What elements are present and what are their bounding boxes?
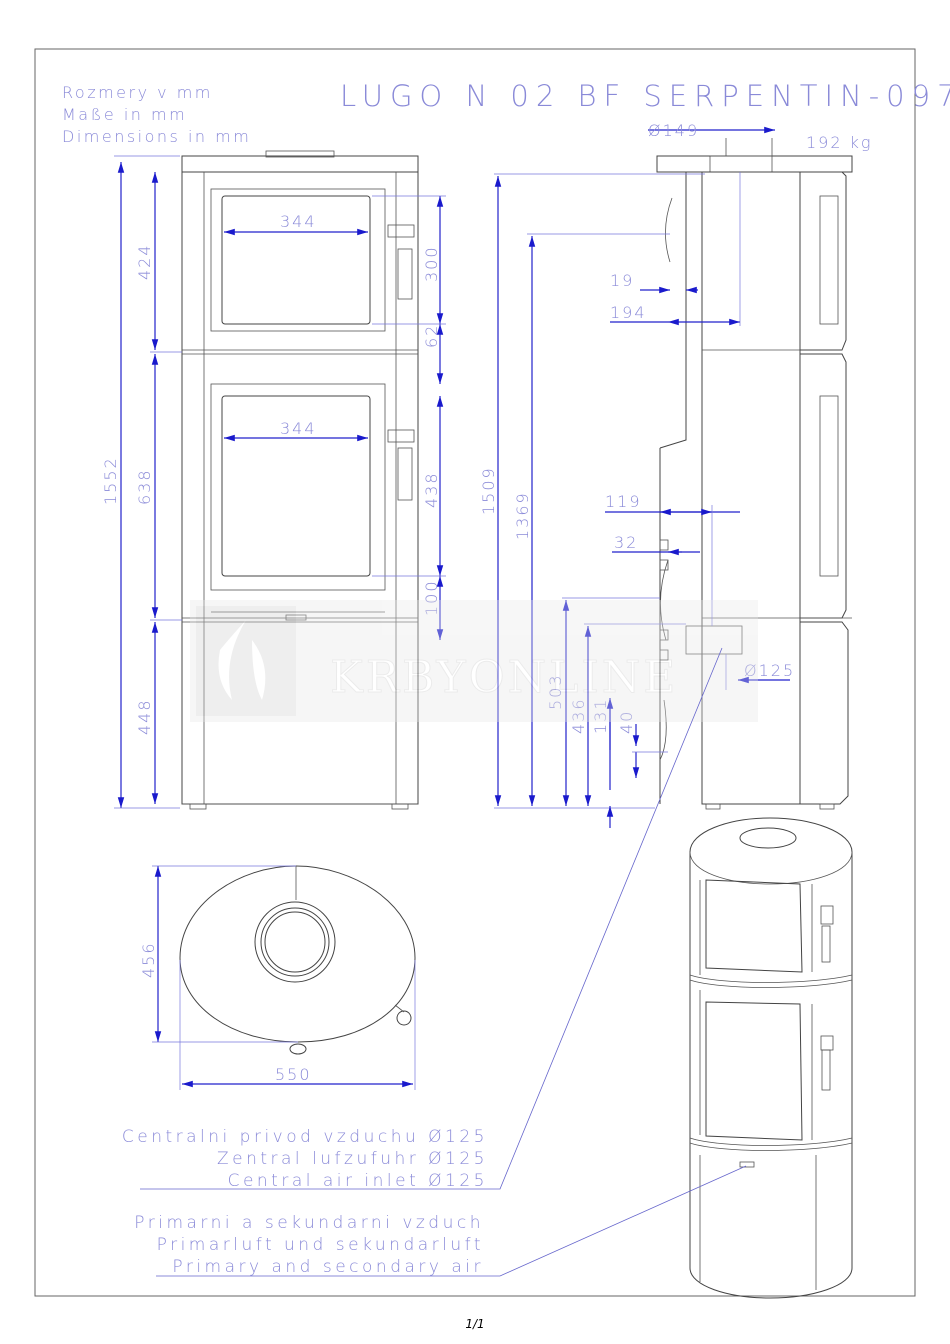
iso-body bbox=[689, 817, 853, 1299]
side-lower-door bbox=[800, 353, 847, 619]
units-header-cz: Rozmery v mm bbox=[62, 83, 213, 102]
lower-door-frame bbox=[210, 383, 386, 591]
iso-lower-door bbox=[705, 1001, 803, 1141]
top-flue-outer bbox=[254, 901, 336, 983]
note-primary-air-de: Primarluft und sekundarluft bbox=[157, 1235, 484, 1255]
iso-flue bbox=[739, 827, 797, 849]
front-flue-collar bbox=[265, 150, 335, 158]
side-dimensions: Ø149 1509 1369 19 194 119 32 503 436 131 bbox=[479, 121, 795, 828]
note-central-air-cz: Centralni privod vzduchu Ø125 bbox=[122, 1127, 488, 1147]
side-view bbox=[656, 138, 853, 810]
dim-top-width: 550 bbox=[275, 1065, 312, 1084]
side-upper-door bbox=[800, 171, 847, 351]
dim-lower-door-height: 438 bbox=[422, 471, 441, 508]
dim-flue-diameter: Ø149 bbox=[648, 121, 699, 140]
top-dimensions: 456 550 bbox=[139, 865, 416, 1090]
weight-label: 192 kg bbox=[806, 133, 873, 152]
air-inlet-box bbox=[685, 625, 743, 655]
dim-total-height: 1552 bbox=[101, 456, 120, 505]
front-dimensions: 1552 424 638 448 344 344 300 62 438 100 bbox=[101, 155, 446, 809]
page-number: 1/1 bbox=[465, 1317, 485, 1331]
units-header: Rozmery v mm Maße in mm Dimensions in mm bbox=[62, 83, 251, 146]
dim-top-depth: 456 bbox=[139, 941, 158, 978]
side-top-plate bbox=[656, 155, 853, 173]
dim-119: 119 bbox=[605, 492, 642, 511]
leader-primary-air bbox=[156, 1165, 747, 1277]
dim-upper-door-width: 344 bbox=[280, 212, 317, 231]
sheet-frame bbox=[34, 48, 916, 1297]
dim-base-section: 448 bbox=[135, 698, 154, 735]
top-flue-inner bbox=[264, 911, 326, 973]
watermark-text: KRBYONLINE bbox=[330, 652, 678, 703]
side-rear-duct bbox=[659, 171, 702, 449]
drawing-title: LUGO N 02 BF SERPENTIN-097S bbox=[340, 79, 950, 113]
dim-side-height-1369: 1369 bbox=[513, 491, 532, 540]
dim-194: 194 bbox=[610, 303, 647, 322]
note-primary-air-cz: Primarni a sekundarni vzduch bbox=[134, 1213, 484, 1233]
side-body bbox=[701, 171, 801, 805]
iso-upper-door bbox=[705, 879, 803, 973]
dim-upper-gap: 62 bbox=[422, 324, 441, 348]
units-header-de: Maße in mm bbox=[62, 105, 187, 124]
dim-upper-section: 424 bbox=[135, 243, 154, 280]
lower-door-glass bbox=[221, 395, 371, 577]
dim-lower-gap: 100 bbox=[422, 579, 441, 616]
note-central-air-de: Zentral lufzufuhr Ø125 bbox=[217, 1149, 488, 1169]
units-header-en: Dimensions in mm bbox=[62, 127, 251, 146]
upper-door-frame bbox=[210, 188, 386, 332]
isometric-view bbox=[689, 817, 853, 1299]
dim-middle-section: 638 bbox=[135, 468, 154, 505]
note-primary-air-en: Primary and secondary air bbox=[172, 1257, 484, 1277]
note-primary-air: Primarni a sekundarni vzduch Primarluft … bbox=[134, 1213, 484, 1277]
side-base bbox=[800, 621, 849, 805]
front-top-plate bbox=[181, 155, 419, 173]
leader-central-air bbox=[140, 647, 723, 1190]
side-flue-collar bbox=[709, 155, 773, 173]
dim-air-inlet-diameter: Ø125 bbox=[744, 661, 795, 680]
top-view bbox=[179, 865, 416, 1055]
dim-lower-door-width: 344 bbox=[280, 419, 317, 438]
dim-side-height-1509: 1509 bbox=[479, 466, 498, 515]
dim-height-131: 131 bbox=[591, 697, 610, 734]
dim-upper-door-height: 300 bbox=[422, 245, 441, 282]
dim-height-436: 436 bbox=[569, 697, 588, 734]
upper-door-glass bbox=[221, 195, 371, 325]
dim-19: 19 bbox=[610, 271, 634, 290]
note-central-air-en: Central air inlet Ø125 bbox=[228, 1171, 488, 1191]
dim-height-40: 40 bbox=[617, 710, 636, 734]
note-central-air: Centralni privod vzduchu Ø125 Zentral lu… bbox=[122, 1127, 488, 1191]
front-view bbox=[181, 150, 419, 810]
dim-32: 32 bbox=[614, 533, 638, 552]
dim-height-503: 503 bbox=[546, 673, 565, 710]
top-view-outline bbox=[179, 865, 416, 1043]
top-handle bbox=[396, 1010, 412, 1026]
watermark: KRBYONLINE bbox=[190, 600, 758, 722]
